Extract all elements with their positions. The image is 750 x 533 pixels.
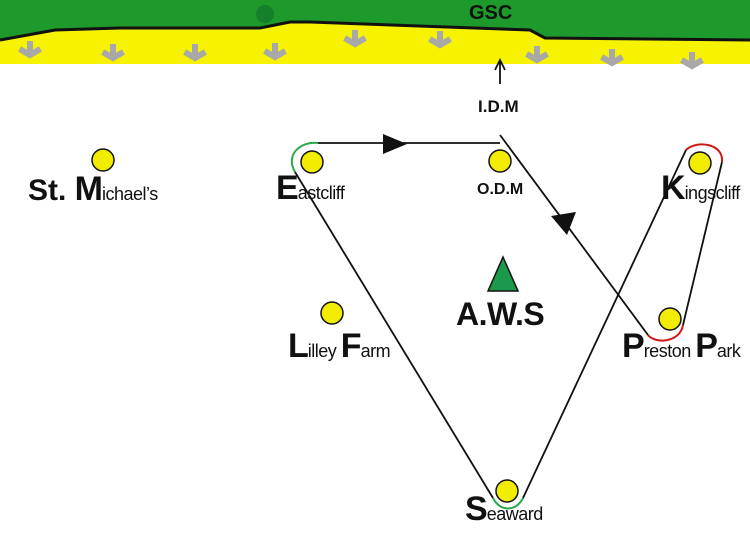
breaker-icon — [183, 44, 207, 62]
dark-green-dot — [256, 5, 274, 23]
turn-mark-seaward — [492, 497, 524, 510]
kingscliff-label: Kingscliff — [661, 171, 740, 205]
eastcliff-label-initial: E — [276, 169, 299, 207]
idm-arrow — [494, 57, 506, 84]
waypoint-kingscliff-icon — [688, 151, 712, 175]
preston-park-label-initial: P — [622, 327, 645, 365]
kingscliff-label-rest: ingscliff — [684, 183, 741, 203]
waypoint-eastcliff-icon — [300, 150, 324, 174]
breaker-icon — [600, 49, 624, 67]
breaker-icon — [263, 43, 287, 61]
waypoint-preston-park-icon — [658, 307, 682, 331]
race-track — [294, 134, 723, 499]
lilley-farm-label-initial-2: F — [340, 327, 362, 365]
st-michaels-label: St. Michael’s — [28, 172, 158, 206]
turn-mark-kingscliff — [685, 143, 724, 163]
aws-marker-icon — [486, 255, 520, 292]
waypoint-st-michaels-icon — [91, 148, 115, 172]
breaker-icon — [680, 52, 704, 70]
odm-label: O.D.M — [477, 181, 524, 198]
direction-arrow-icon — [383, 134, 407, 154]
aws-label: A.W.S — [456, 296, 545, 332]
seaward-label-rest: eaward — [486, 504, 544, 524]
eastcliff-label-rest: astcliff — [297, 183, 345, 203]
breaker-icon — [101, 44, 125, 62]
gsc-label: GSC — [469, 2, 513, 24]
turn-mark-eastcliff — [290, 141, 319, 173]
turn-mark-preston-park — [647, 324, 684, 342]
grass-area — [0, 0, 750, 40]
kingscliff-label-initial: K — [661, 169, 686, 207]
eastcliff-label: Eastcliff — [276, 169, 345, 207]
seaward-label: Seaward — [465, 492, 543, 526]
st-michaels-label-part: St. — [28, 174, 75, 207]
waypoint-odm-icon — [488, 149, 512, 173]
lilley-farm-label-initial: L — [288, 327, 309, 365]
breaker-icon — [18, 41, 42, 59]
lilley-farm-label: Lilley Farm — [288, 327, 391, 365]
preston-park-label: Preston Park — [622, 327, 741, 365]
preston-park-label-rest-2: ark — [716, 341, 741, 361]
waypoint-seaward-icon — [495, 479, 519, 503]
preston-park-label-initial-2: P — [695, 327, 718, 365]
waypoint-lilley-farm-icon — [320, 301, 344, 325]
seaward-label-initial: S — [465, 490, 488, 528]
breaker-icon — [525, 46, 549, 64]
direction-arrow-icon — [551, 212, 576, 235]
st-michaels-label-rest: ichael’s — [102, 184, 158, 204]
track-leg-ppark-kingscliff — [682, 161, 723, 326]
shoreline-edge — [0, 20, 750, 42]
st-michaels-label-initial: M — [74, 170, 103, 208]
lilley-farm-label-rest: illey — [307, 341, 341, 361]
breaker-icon — [428, 31, 452, 49]
track-leg-kingscliff-seaward — [522, 149, 687, 499]
idm-label: I.D.M — [478, 97, 519, 116]
lilley-farm-label-rest-2: arm — [360, 341, 391, 361]
breaker-row — [18, 30, 704, 70]
track-leg-seaward-eastcliff — [294, 171, 494, 499]
preston-park-label-rest: reston — [643, 341, 696, 361]
waypoint-markers — [91, 148, 712, 503]
track-leg-diagonal — [499, 134, 649, 336]
breaker-icon — [343, 30, 367, 48]
